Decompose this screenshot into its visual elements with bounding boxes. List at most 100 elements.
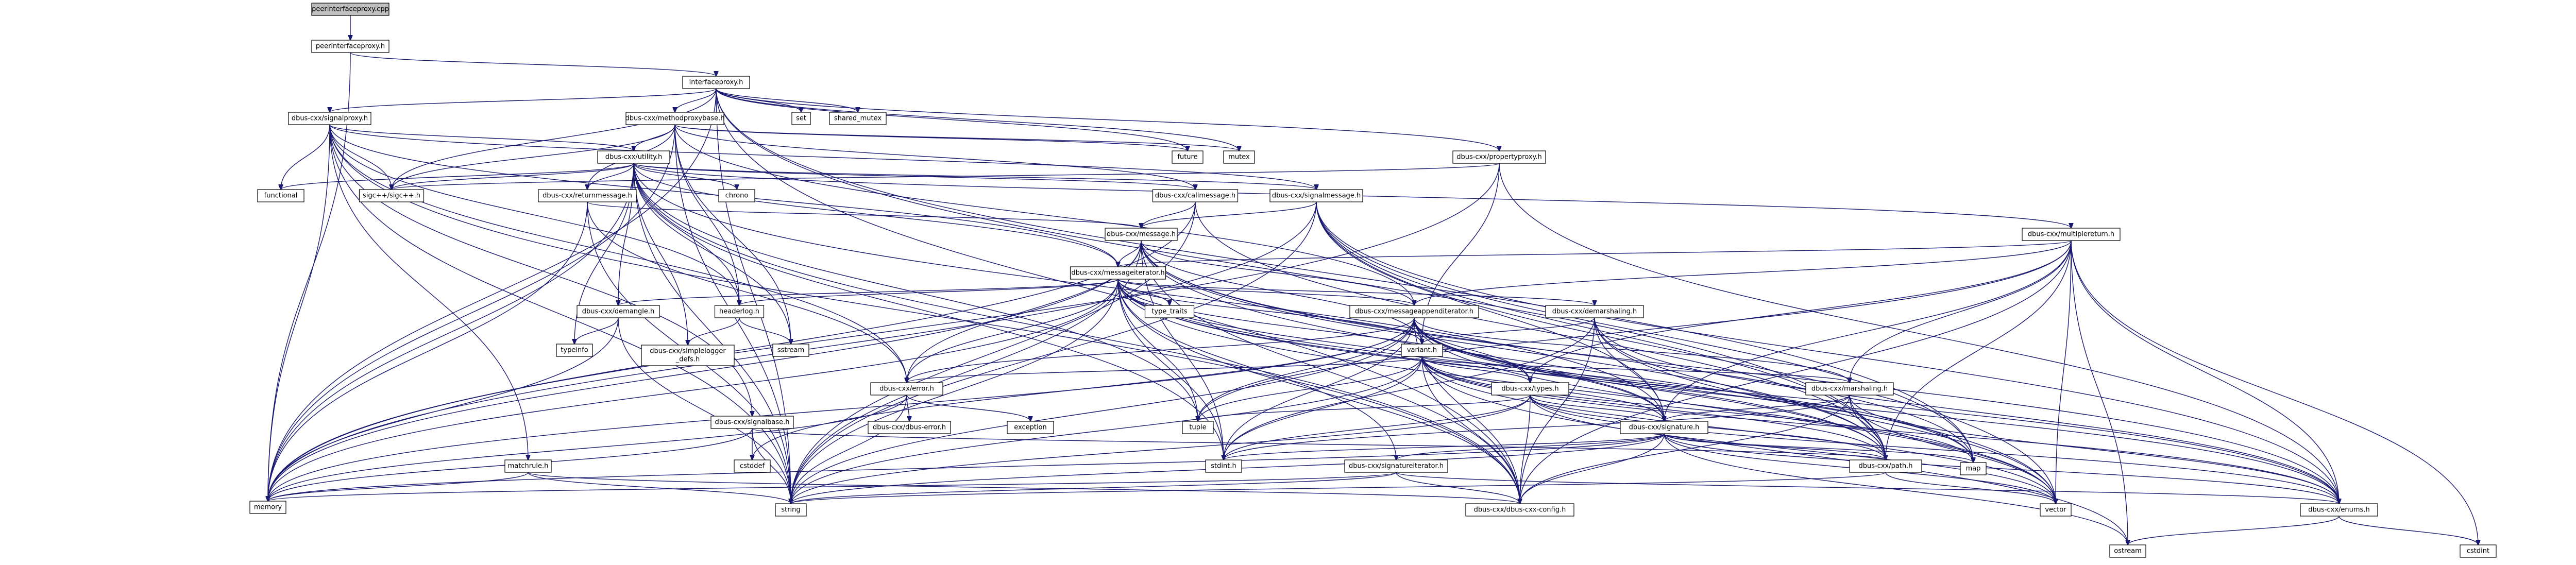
node-label: stdint.h xyxy=(1211,463,1236,470)
node-label: dbus-cxx/signalmessage.h xyxy=(1272,192,1361,200)
edge-variant_h-to-path_h xyxy=(1421,356,1886,460)
node-types-h[interactable]: dbus-cxx/types.h xyxy=(1491,382,1569,396)
node-label: dbus-cxx/signalproxy.h xyxy=(292,115,368,123)
node-string[interactable]: string xyxy=(775,503,807,517)
node-chrono[interactable]: chrono xyxy=(718,189,755,202)
node-sstream[interactable]: sstream xyxy=(772,344,809,357)
node-cstddef[interactable]: cstddef xyxy=(734,459,771,473)
edge-line xyxy=(268,124,330,501)
node-label: dbus-cxx/signatureiterator.h xyxy=(1349,463,1444,470)
node-returnmessage-h[interactable]: dbus-cxx/returnmessage.h xyxy=(538,189,637,202)
edge-line xyxy=(907,356,1422,383)
node-functional[interactable]: functional xyxy=(257,189,304,202)
node-memory[interactable]: memory xyxy=(249,501,286,514)
node-mutex[interactable]: mutex xyxy=(1223,150,1255,164)
node-signalbase-h[interactable]: dbus-cxx/signalbase.h xyxy=(710,416,794,429)
edge-line xyxy=(1141,240,1422,344)
node-dbuserror-h[interactable]: dbus-cxx/dbus-error.h xyxy=(868,421,951,434)
node-simplelogger-h[interactable]: dbus-cxx/simplelogger_defs.h xyxy=(641,345,735,366)
node-sigc[interactable]: sigc++/sigc++.h xyxy=(359,189,425,202)
node-label: functional xyxy=(264,192,298,200)
edge-utility_h-to-memory xyxy=(268,163,634,501)
node-signalmessage-h[interactable]: dbus-cxx/signalmessage.h xyxy=(1269,189,1363,202)
node-future[interactable]: future xyxy=(1172,150,1204,164)
node-messageappenditerator-h[interactable]: dbus-cxx/messageappenditerator.h xyxy=(1349,305,1479,318)
edge-line xyxy=(1414,317,2056,504)
edge-line xyxy=(618,163,634,305)
node-signatureiterator-h[interactable]: dbus-cxx/signatureiterator.h xyxy=(1344,459,1448,473)
edge-line xyxy=(329,124,791,504)
node-error-h[interactable]: dbus-cxx/error.h xyxy=(870,382,943,396)
edge-messageiterator_h-to-signatureiterator_h xyxy=(1117,279,1396,460)
edge-demangle_h-to-memory xyxy=(268,317,619,501)
edge-message_h-to-config_h xyxy=(1141,240,1520,504)
node-messageiterator-h[interactable]: dbus-cxx/messageiterator.h xyxy=(1070,266,1166,280)
edge-multiplereturn_h-to-cstdint2 xyxy=(2071,240,2478,545)
edge-line xyxy=(633,163,1195,190)
edge-line xyxy=(268,201,588,501)
edge-returnmessage_h-to-error_h xyxy=(587,201,907,383)
edge-line xyxy=(618,279,1118,305)
edge-demarshaling_h-to-cstdint xyxy=(1224,317,1595,460)
node-propertyproxy-h[interactable]: dbus-cxx/propertyproxy.h xyxy=(1452,150,1546,164)
node-message-h[interactable]: dbus-cxx/message.h xyxy=(1105,228,1178,241)
node-typeinfo[interactable]: typeinfo xyxy=(556,344,593,357)
node-multiplereturn-h[interactable]: dbus-cxx/multiplereturn.h xyxy=(2022,228,2121,241)
node-tuple[interactable]: tuple xyxy=(1182,421,1214,434)
edge-line xyxy=(2071,240,2128,545)
edge-line xyxy=(1520,395,1531,504)
edge-line xyxy=(791,279,1118,504)
node-ostream[interactable]: ostream xyxy=(2109,544,2146,558)
edge-line xyxy=(587,201,907,383)
edge-line xyxy=(1316,201,1664,421)
node-label: cstddef xyxy=(740,463,765,470)
node-set[interactable]: set xyxy=(791,112,811,125)
node-matchrule-h[interactable]: matchrule.h xyxy=(504,459,552,473)
node-map[interactable]: map xyxy=(1960,462,1987,475)
node-box xyxy=(1152,189,1239,202)
edge-line xyxy=(528,472,1520,504)
node-signature-h[interactable]: dbus-cxx/signature.h xyxy=(1620,421,1708,434)
node-marshaling-h[interactable]: dbus-cxx/marshaling.h xyxy=(1805,382,1894,396)
edge-variant_h-to-ostream xyxy=(1421,356,2128,545)
node-enums-h[interactable]: dbus-cxx/enums.h xyxy=(2300,503,2378,517)
node-utility-h[interactable]: dbus-cxx/utility.h xyxy=(597,150,670,164)
node-config-h[interactable]: dbus-cxx/dbus-cxx-config.h xyxy=(1465,503,1574,517)
node-signalproxy-h[interactable]: dbus-cxx/signalproxy.h xyxy=(288,112,371,125)
edge-line xyxy=(587,201,1141,228)
edge-signalmessage_h-to-vector xyxy=(1316,201,2056,504)
node-type-traits[interactable]: type_traits xyxy=(1144,305,1195,318)
node-vector[interactable]: vector xyxy=(2040,503,2072,517)
edge-message_h-to-memory xyxy=(268,240,1142,501)
edge-line xyxy=(791,201,1196,504)
node-path-h[interactable]: dbus-cxx/path.h xyxy=(1849,459,1922,473)
node-callmessage-h[interactable]: dbus-cxx/callmessage.h xyxy=(1152,189,1239,202)
edge-messageiterator_h-to-messageappenditerator_h xyxy=(1117,279,1414,305)
node-interfaceproxy-h[interactable]: interfaceproxy.h xyxy=(682,76,750,89)
edge-line xyxy=(1141,240,2056,504)
edge-methodproxybase_h-to-memory xyxy=(268,124,675,501)
edge-utility_h-to-config_h xyxy=(633,163,1520,504)
node-cstdint2[interactable]: cstdint xyxy=(2460,544,2497,558)
edge-returnmessage_h-to-message_h xyxy=(587,201,1141,228)
edge-utility_h-to-cstdint xyxy=(633,163,1224,460)
edge-signalproxy_h-to-utility_h xyxy=(329,124,634,151)
node-label: dbus-cxx/demangle.h xyxy=(582,308,654,316)
node-demangle-h[interactable]: dbus-cxx/demangle.h xyxy=(577,305,660,318)
edge-interfaceproxy_h-to-mutex xyxy=(716,88,1239,151)
node-headerlog-h[interactable]: headerlog.h xyxy=(714,305,765,318)
node-demarshaling-h[interactable]: dbus-cxx/demarshaling.h xyxy=(1545,305,1644,318)
node-label: dbus-cxx/enums.h xyxy=(2308,506,2369,514)
node-variant-h[interactable]: variant.h xyxy=(1401,344,1443,357)
node-methodproxybase-h[interactable]: dbus-cxx/methodproxybase.h xyxy=(625,112,725,125)
edge-line xyxy=(1117,279,1520,504)
node-box xyxy=(625,112,724,125)
node-cstdint[interactable]: stdint.h xyxy=(1205,459,1242,473)
node-peerinterfaceproxy-h[interactable]: peerinterfaceproxy.h xyxy=(311,40,389,53)
edge-line xyxy=(791,395,907,504)
node-shared-mutex[interactable]: shared_mutex xyxy=(829,112,887,125)
node-exception[interactable]: exception xyxy=(1007,421,1054,434)
edge-demarshaling_h-to-enums_h xyxy=(1594,317,2339,504)
edge-line xyxy=(268,163,634,501)
edge-line xyxy=(1316,201,1886,460)
